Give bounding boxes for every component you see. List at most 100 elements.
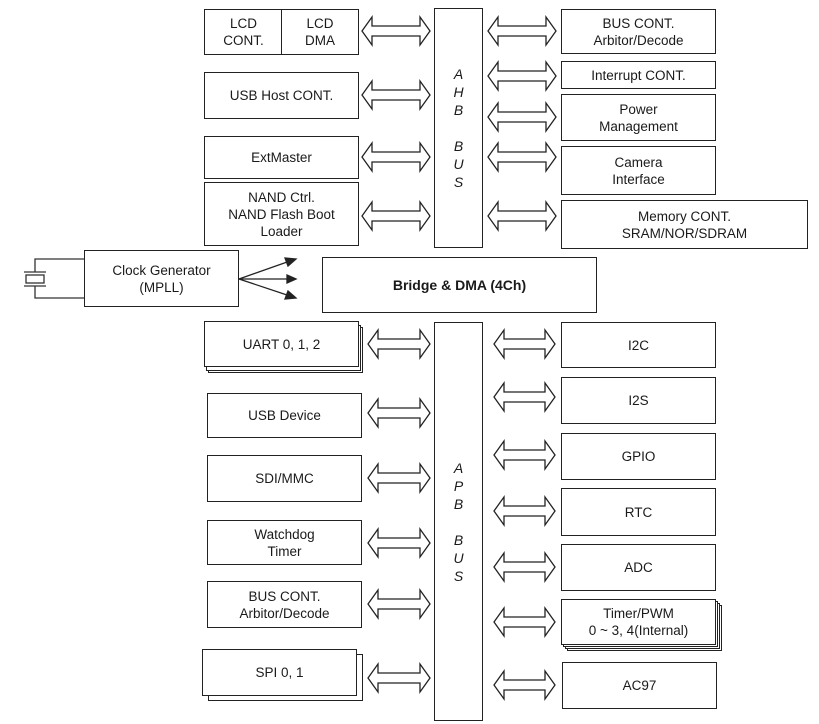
ac97-block: AC97: [562, 662, 717, 709]
timer-line2: 0 ~ 3, 4(Internal): [588, 623, 689, 638]
bridge-label: Bridge & DMA (4Ch): [392, 276, 527, 293]
lcd-dma-line1: LCD: [306, 16, 334, 31]
timer-pwm-block: Timer/PWM 0 ~ 3, 4(Internal): [561, 599, 716, 645]
apb-letter: U: [453, 549, 464, 566]
ahb-bus: A H B B U S: [434, 8, 483, 248]
ahb-letter: U: [453, 156, 464, 172]
memory-controller-block: Memory CONT. SRAM/NOR/SDRAM: [561, 200, 808, 249]
watchdog-line2: Timer: [267, 543, 302, 559]
bidirectional-arrow-icon: [367, 526, 431, 560]
apb-letter: B: [453, 495, 464, 512]
power-line1: Power: [619, 101, 658, 117]
watchdog-timer-block: Watchdog Timer: [207, 520, 362, 565]
bridge-dma-block: Bridge & DMA (4Ch): [322, 257, 597, 313]
bidirectional-arrow-icon: [493, 438, 556, 472]
bidirectional-arrow-icon: [487, 199, 557, 233]
bidirectional-arrow-icon: [493, 380, 556, 414]
ac97-label: AC97: [622, 678, 657, 693]
i2c-label: I2C: [627, 337, 649, 353]
spi-label: SPI 0, 1: [255, 665, 304, 680]
adc-label: ADC: [624, 560, 653, 575]
ahb-bus-controller-block: BUS CONT. Arbitor/Decode: [561, 9, 716, 54]
apb-bus: A P B B U S: [434, 322, 483, 721]
camera-line1: Camera: [614, 154, 663, 170]
bidirectional-arrow-icon: [487, 14, 557, 48]
sdi-label: SDI/MMC: [255, 471, 314, 486]
power-management-block: Power Management: [561, 94, 716, 141]
ahb-letter: A: [453, 66, 464, 82]
camera-line2: Interface: [612, 171, 665, 187]
clock-line2: (MPLL): [139, 279, 184, 295]
clock-line1: Clock Generator: [112, 262, 211, 278]
apb-bus-cont-line1: BUS CONT.: [248, 588, 321, 604]
gpio-label: GPIO: [621, 449, 656, 464]
power-line2: Management: [599, 118, 678, 134]
ahb-letter: B: [453, 102, 464, 118]
ahb-letter: H: [453, 84, 464, 100]
apb-letter: A: [453, 459, 464, 476]
apb-letter: B: [453, 531, 464, 548]
bidirectional-arrow-icon: [493, 605, 556, 639]
bidirectional-arrow-icon: [487, 100, 557, 134]
lcd-cont-line2: CONT.: [223, 33, 264, 48]
lcd-dma-line2: DMA: [305, 33, 335, 48]
crystal-icon: [24, 258, 84, 299]
bidirectional-arrow-icon: [361, 78, 431, 112]
apb-letter: S: [453, 567, 464, 584]
usb-device-label: USB Device: [248, 408, 321, 423]
apb-bus-controller-block: BUS CONT. Arbitor/Decode: [207, 581, 362, 628]
nand-line2: NAND Flash Boot: [228, 206, 335, 222]
ahb-letter: B: [453, 138, 464, 154]
adc-block: ADC: [561, 544, 716, 591]
nand-line1: NAND Ctrl.: [248, 189, 315, 205]
ext-master-block: ExtMaster: [204, 136, 359, 179]
rtc-label: RTC: [624, 504, 653, 520]
ext-master-label: ExtMaster: [251, 150, 312, 165]
bidirectional-arrow-icon: [361, 140, 431, 174]
bidirectional-arrow-icon: [367, 587, 431, 621]
uart-label: UART 0, 1, 2: [242, 336, 321, 352]
clock-output-arrows: [238, 257, 298, 300]
bidirectional-arrow-icon: [367, 396, 431, 430]
bidirectional-arrow-icon: [493, 494, 556, 528]
bidirectional-arrow-icon: [493, 550, 556, 584]
bidirectional-arrow-icon: [367, 327, 431, 361]
lcd-controller-block: LCD CONT.: [204, 9, 283, 55]
apb-bus-cont-line2: Arbitor/Decode: [239, 605, 330, 621]
memory-line1: Memory CONT.: [637, 208, 731, 224]
timer-line1: Timer/PWM: [603, 606, 674, 621]
i2s-label: I2S: [628, 393, 649, 408]
apb-letter: P: [453, 477, 464, 494]
ahb-bus-cont-line1: BUS CONT.: [602, 15, 675, 31]
bidirectional-arrow-icon: [361, 14, 431, 48]
bidirectional-arrow-icon: [493, 327, 556, 361]
interrupt-label: Interrupt CONT.: [591, 67, 686, 83]
usb-host-block: USB Host CONT.: [204, 72, 359, 119]
bidirectional-arrow-icon: [493, 668, 556, 702]
usb-device-block: USB Device: [207, 393, 362, 438]
i2s-block: I2S: [561, 377, 716, 424]
usb-host-label: USB Host CONT.: [229, 88, 334, 103]
clock-generator-block: Clock Generator (MPLL): [84, 250, 239, 307]
bidirectional-arrow-icon: [367, 461, 431, 495]
i2c-block: I2C: [561, 322, 716, 368]
ahb-bus-cont-line2: Arbitor/Decode: [593, 32, 684, 48]
gpio-block: GPIO: [561, 433, 716, 480]
uart-block: UART 0, 1, 2: [204, 321, 359, 367]
camera-interface-block: Camera Interface: [561, 146, 716, 195]
lcd-cont-line1: LCD: [229, 16, 257, 31]
bidirectional-arrow-icon: [367, 661, 431, 695]
memory-line2: SRAM/NOR/SDRAM: [621, 225, 748, 241]
bidirectional-arrow-icon: [487, 140, 557, 174]
spi-block: SPI 0, 1: [202, 649, 357, 696]
rtc-block: RTC: [561, 488, 716, 536]
watchdog-line1: Watchdog: [254, 526, 315, 542]
nand-line3: Loader: [260, 223, 303, 239]
ahb-letter: S: [453, 174, 464, 190]
interrupt-controller-block: Interrupt CONT.: [561, 61, 716, 89]
bidirectional-arrow-icon: [361, 199, 431, 233]
lcd-dma-block: LCD DMA: [281, 9, 359, 55]
nand-controller-block: NAND Ctrl. NAND Flash Boot Loader: [204, 182, 359, 246]
bidirectional-arrow-icon: [487, 59, 557, 93]
